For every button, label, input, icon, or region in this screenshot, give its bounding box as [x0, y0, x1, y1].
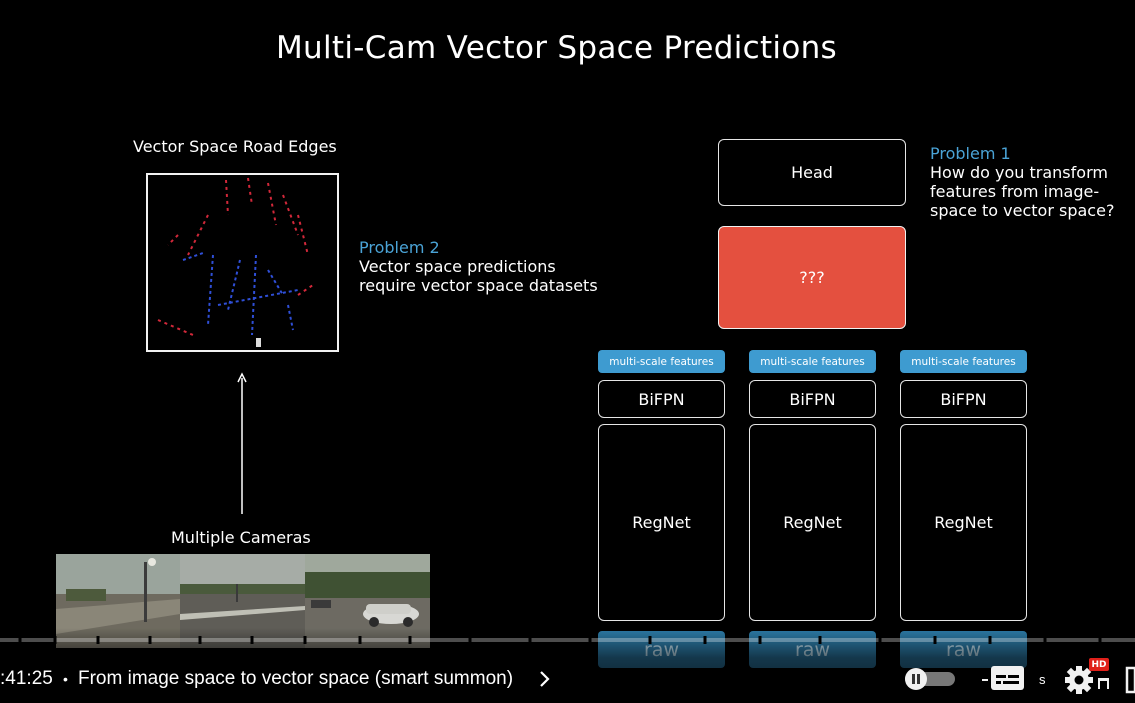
road-edges-image [146, 173, 339, 352]
current-time: :41:25 [0, 668, 53, 689]
up-arrow-icon [237, 372, 247, 514]
road-edges-label: Vector Space Road Edges [133, 137, 337, 156]
chapter-title[interactable]: From image space to vector space (smart … [78, 668, 514, 689]
miniplayer-icon[interactable] [1097, 676, 1111, 690]
problem-2-line-2: require vector space datasets [359, 276, 598, 295]
problem-2: Problem 2 Vector space predictions requi… [359, 238, 598, 295]
multi-scale-features-chip-2: multi-scale features [749, 350, 876, 373]
fullscreen-icon[interactable] [1124, 666, 1135, 694]
unknown-transform-box: ??? [718, 226, 906, 329]
chevron-right-icon[interactable] [538, 670, 552, 688]
problem-1: Problem 1 How do you transform features … [930, 144, 1114, 220]
regnet-box-3: RegNet [900, 424, 1027, 621]
slide-title: Multi-Cam Vector Space Predictions [276, 30, 837, 66]
multi-scale-features-chip-3: multi-scale features [900, 350, 1027, 373]
road-edges-visualization [157, 177, 314, 347]
time-chapter-separator: • [63, 671, 68, 687]
progress-bar[interactable] [0, 638, 1135, 642]
hd-badge: HD [1089, 658, 1109, 671]
bifpn-box-2: BiFPN [749, 380, 876, 418]
cameras-label: Multiple Cameras [171, 528, 311, 547]
chapter-markers [18, 636, 1102, 644]
head-box: Head [718, 139, 906, 206]
player-controls-background [0, 628, 1135, 703]
multi-scale-features-chip-1: multi-scale features [598, 350, 725, 373]
problem-1-heading: Problem 1 [930, 144, 1011, 163]
problem-1-line-1: How do you transform [930, 163, 1108, 182]
regnet-box-2: RegNet [749, 424, 876, 621]
problem-1-line-2: features from image- [930, 182, 1100, 201]
autoplay-toggle-icon[interactable] [903, 666, 957, 692]
problem-1-line-3: space to vector space? [930, 201, 1115, 220]
problem-2-line-1: Vector space predictions [359, 257, 556, 276]
bifpn-box-3: BiFPN [900, 380, 1027, 418]
regnet-box-1: RegNet [598, 424, 725, 621]
problem-2-heading: Problem 2 [359, 238, 440, 257]
captions-label-fragment: s [1039, 672, 1046, 687]
subtitles-icon[interactable] [982, 664, 1028, 694]
bifpn-box-1: BiFPN [598, 380, 725, 418]
